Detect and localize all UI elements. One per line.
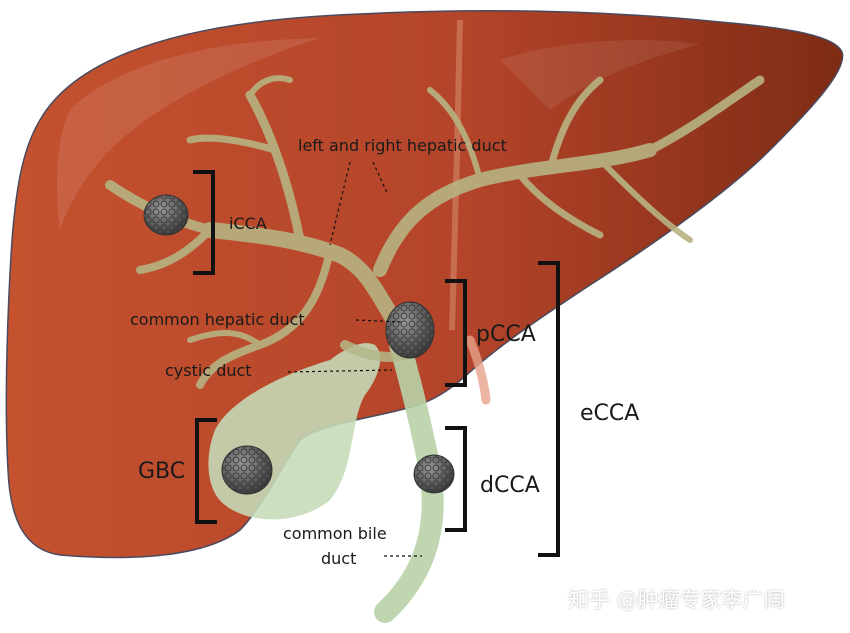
label-cystic-duct: cystic duct: [165, 361, 252, 380]
label-icca: iCCA: [229, 214, 267, 233]
bracket-dcca: [445, 426, 467, 532]
label-common-bile-duct-line2: duct: [321, 549, 357, 568]
label-gbc: GBC: [138, 459, 186, 484]
bracket-ecca: [538, 261, 560, 557]
brackets: [193, 170, 560, 557]
hepatic-duct-tree: [105, 75, 765, 389]
bracket-pcca: [445, 279, 467, 387]
bracket-gbc: [195, 418, 217, 524]
round-ligament: [465, 335, 491, 405]
label-pcca: pCCA: [476, 322, 536, 347]
label-common-bile-duct-line1: common bile: [283, 524, 387, 543]
falciform-ligament: [449, 19, 463, 331]
leader-lines: [287, 161, 422, 557]
bracket-icca: [193, 170, 215, 275]
tumor-icca: [143, 194, 189, 236]
liver-highlight: [57, 38, 321, 230]
tumor-gbc: [221, 445, 273, 495]
tumor-dcca: [413, 454, 455, 494]
label-dcca: dCCA: [480, 473, 540, 498]
label-common-hepatic-duct: common hepatic duct: [130, 310, 305, 329]
label-ecca: eCCA: [580, 401, 640, 426]
tumor-pcca: [385, 301, 435, 359]
liver-highlight: [500, 40, 700, 110]
watermark: 知乎 @肿瘤专家李广阔: [568, 588, 785, 612]
label-left-right-hepatic-duct: left and right hepatic duct: [298, 136, 507, 155]
